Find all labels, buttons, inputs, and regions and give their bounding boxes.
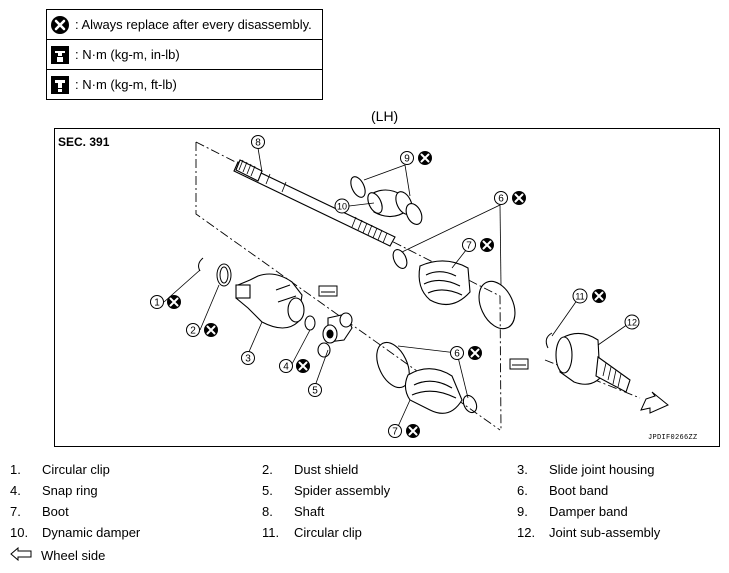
svg-text:8: 8 bbox=[255, 138, 261, 149]
callout-3: 3 bbox=[241, 351, 255, 365]
torque-tab-lower bbox=[509, 358, 529, 370]
svg-text:12: 12 bbox=[627, 318, 637, 328]
section-label: SEC. 391 bbox=[58, 135, 110, 149]
callout-7a: 7 bbox=[462, 238, 476, 252]
svg-text:6: 6 bbox=[454, 349, 460, 360]
callout-8: 8 bbox=[251, 135, 265, 149]
svg-text:1: 1 bbox=[154, 298, 160, 309]
legend-text: : N·m (kg-m, ft-lb) bbox=[75, 77, 177, 92]
callout-11: 11 bbox=[572, 288, 588, 304]
dynamic-damper-drawing bbox=[350, 176, 423, 225]
boot-drawing bbox=[418, 260, 471, 306]
snap-ring-drawing bbox=[304, 315, 316, 331]
image-code: JPDIF0266ZZ bbox=[648, 434, 698, 442]
circular-clip-11-drawing bbox=[545, 332, 553, 349]
svg-text:10: 10 bbox=[337, 202, 347, 212]
side-label: (LH) bbox=[371, 108, 399, 124]
diagram-frame bbox=[54, 128, 720, 447]
callout-4: 4 bbox=[279, 359, 293, 373]
boot-lower-drawing bbox=[404, 368, 463, 414]
callout-5: 5 bbox=[308, 383, 322, 397]
boot-band-drawing bbox=[392, 249, 516, 330]
legend-row-torque-ftlb: : N·m (kg-m, ft-lb) bbox=[47, 69, 322, 99]
boot-band-lower-drawing bbox=[376, 341, 478, 414]
svg-text:5: 5 bbox=[312, 386, 318, 397]
legend-text: : N·m (kg-m, in-lb) bbox=[75, 47, 180, 62]
wheel-side-arrow-icon bbox=[10, 547, 32, 561]
torque-ftlb-icon bbox=[47, 75, 73, 95]
svg-text:6: 6 bbox=[498, 194, 504, 205]
torque-inlb-icon bbox=[47, 45, 73, 65]
joint-sub-assembly-drawing bbox=[555, 332, 631, 393]
wheel-side-arrow-icon bbox=[640, 391, 669, 414]
slide-joint-housing-drawing bbox=[235, 273, 305, 329]
callout-12: 12 bbox=[624, 314, 640, 330]
spider-assembly-drawing bbox=[317, 312, 353, 358]
svg-text:7: 7 bbox=[466, 241, 472, 252]
legend-text: : Always replace after every disassembly… bbox=[75, 17, 312, 32]
callout-10: 10 bbox=[334, 198, 350, 214]
legend-row-always-replace: : Always replace after every disassembly… bbox=[47, 10, 322, 39]
wheel-side-label: Wheel side bbox=[41, 548, 106, 563]
callout-6b: 6 bbox=[450, 346, 464, 360]
svg-text:11: 11 bbox=[575, 292, 584, 302]
legend-row-torque-inlb: : N·m (kg-m, in-lb) bbox=[47, 39, 322, 69]
callout-9: 9 bbox=[400, 151, 414, 165]
svg-text:2: 2 bbox=[190, 326, 196, 337]
svg-text:4: 4 bbox=[283, 362, 289, 373]
svg-text:7: 7 bbox=[392, 427, 398, 438]
callout-7b: 7 bbox=[388, 424, 402, 438]
torque-tab bbox=[318, 285, 338, 297]
callout-6a: 6 bbox=[494, 191, 508, 205]
always-replace-icon bbox=[47, 15, 73, 35]
circular-clip-drawing bbox=[198, 257, 232, 287]
callout-1: 1 bbox=[150, 295, 164, 309]
legend-box: : Always replace after every disassembly… bbox=[46, 9, 323, 100]
svg-text:3: 3 bbox=[245, 354, 251, 365]
callout-2: 2 bbox=[186, 323, 200, 337]
svg-text:9: 9 bbox=[404, 154, 410, 165]
